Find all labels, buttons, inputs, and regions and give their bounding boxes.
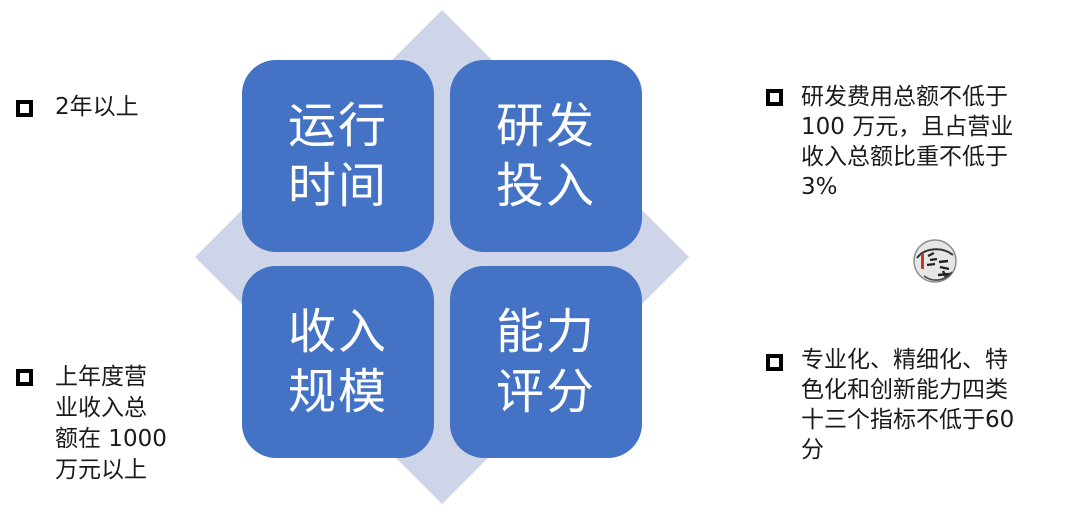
checkbox-icon	[766, 354, 783, 371]
note-text: 专业化、精细化、特 色化和创新能力四类 十三个指标不低于60 分	[801, 347, 1015, 463]
tile-label-line2: 时间	[287, 158, 388, 214]
tile-label-line1: 运行	[287, 98, 388, 154]
note-text: 2年以上	[55, 94, 139, 120]
note-capability-score: 专业化、精细化、特 色化和创新能力四类 十三个指标不低于60 分	[766, 345, 1014, 465]
checkbox-icon	[16, 100, 33, 117]
tile-rd-investment: 研发 投入	[450, 60, 642, 252]
tile-label-line2: 规模	[287, 364, 388, 420]
checkbox-icon	[16, 369, 33, 386]
tile-label-line1: 收入	[287, 304, 388, 360]
tile-label-line1: 能力	[495, 304, 596, 360]
tile-operating-time: 运行 时间	[242, 60, 434, 252]
tile-label-line2: 投入	[495, 158, 596, 214]
checkbox-icon	[766, 89, 783, 106]
tile-label-line1: 研发	[495, 98, 596, 154]
note-revenue-scale: 上年度营 业收入总 额在 1000 万元以上	[16, 362, 167, 486]
note-text: 研发费用总额不低于 100 万元，且占营业 收入总额比重不低于 3%	[801, 84, 1014, 200]
tile-capability-score: 能力 评分	[450, 266, 642, 458]
note-rd-investment: 研发费用总额不低于 100 万元，且占营业 收入总额比重不低于 3%	[766, 82, 1013, 202]
note-text: 上年度营 业收入总 额在 1000 万元以上	[55, 364, 167, 483]
brush-seal-logo-icon	[913, 239, 957, 283]
tile-label-line2: 评分	[495, 364, 596, 420]
note-operating-time: 2年以上	[16, 93, 139, 122]
tile-revenue-scale: 收入 规模	[242, 266, 434, 458]
